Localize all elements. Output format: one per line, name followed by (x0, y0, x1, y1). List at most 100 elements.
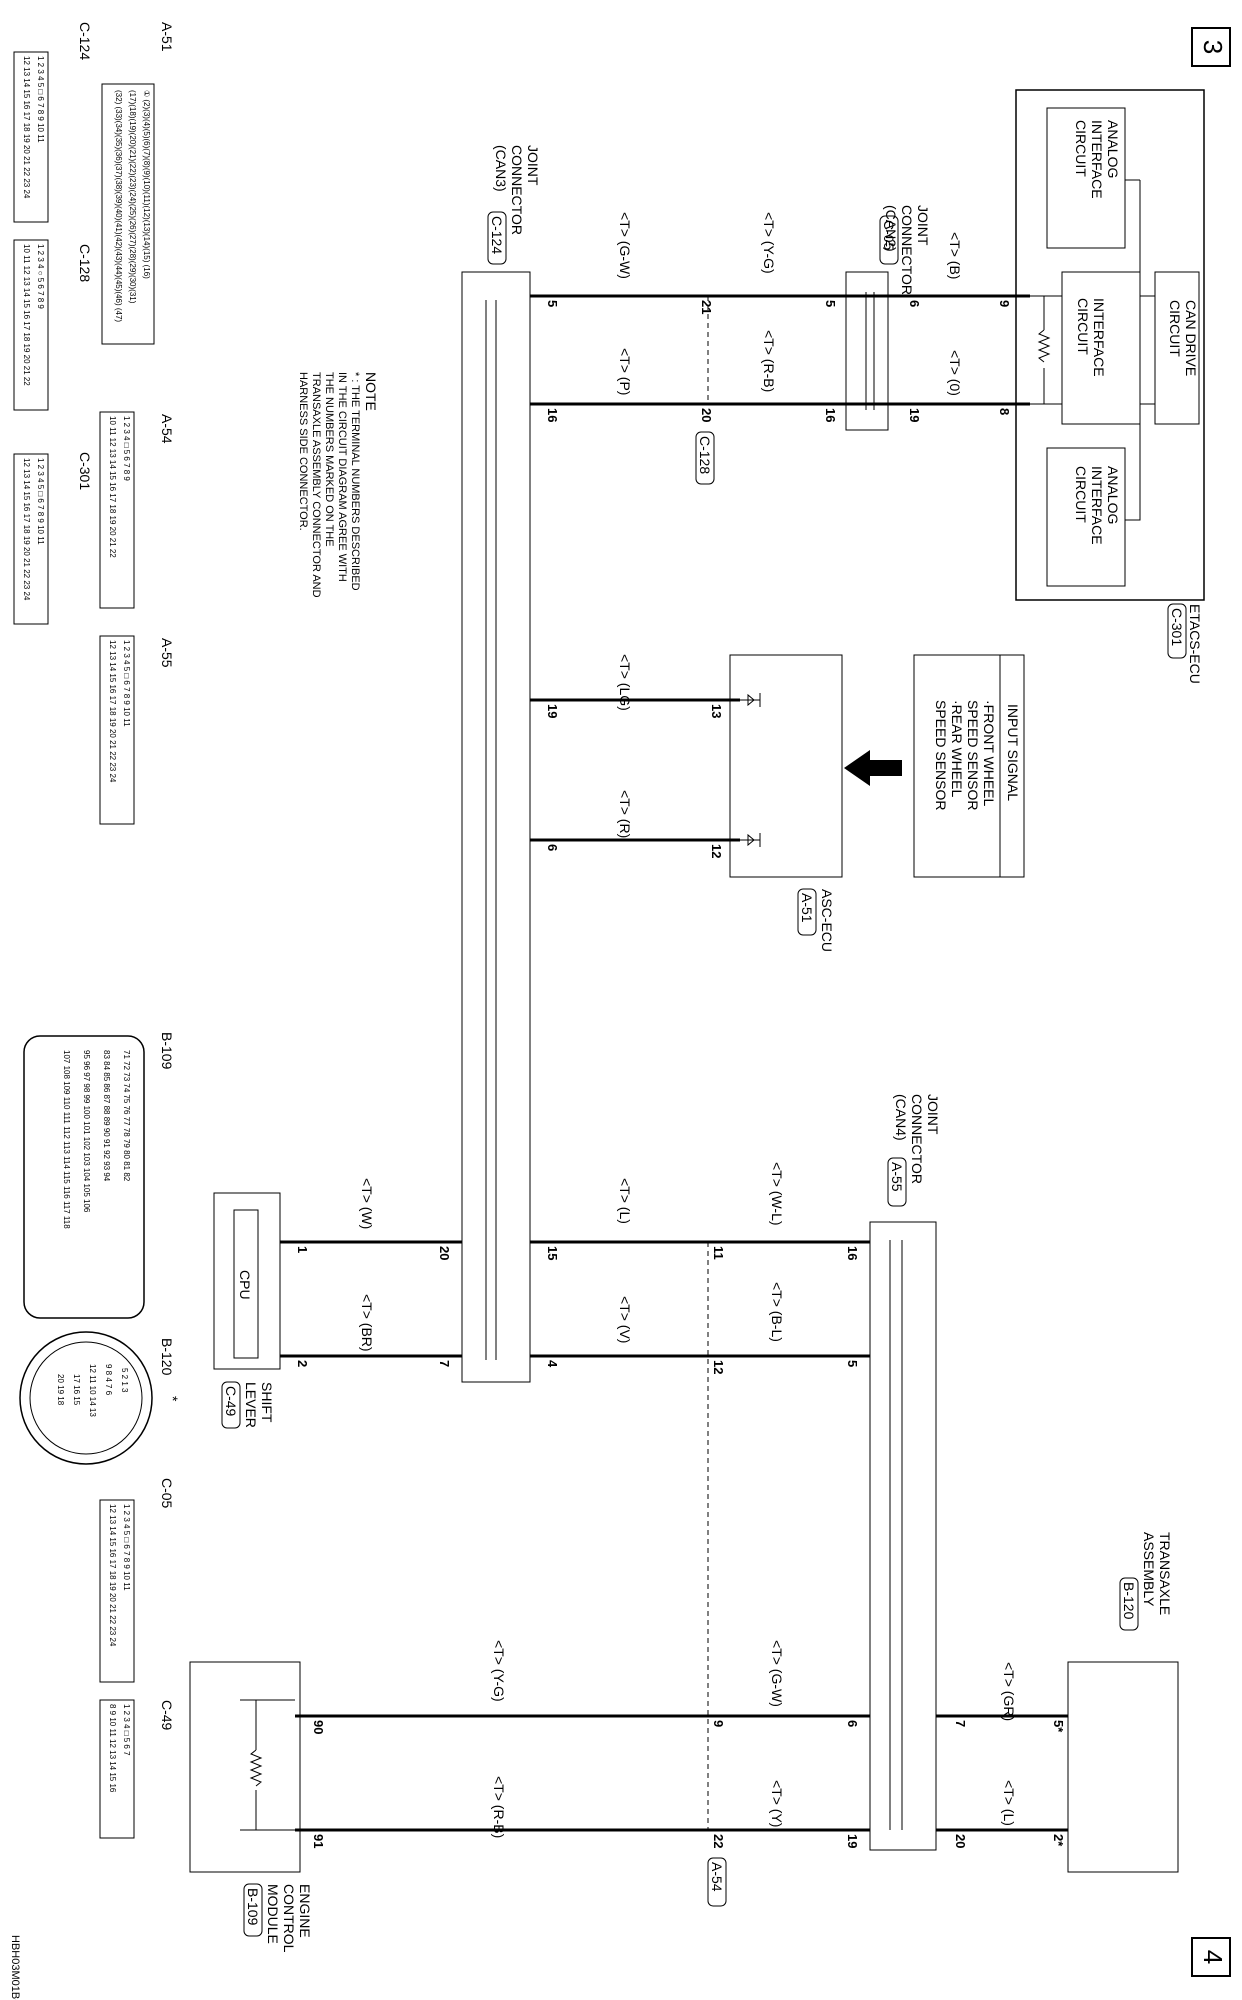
svg-text:<T> (G-W): <T> (G-W) (769, 1640, 785, 1707)
svg-text:16: 16 (545, 408, 560, 422)
wire-labels: <T> (B) <T> (0) <T> (Y-G) <T> (R-B) <T> … (359, 212, 1017, 1838)
svg-text:TRANSAXLE ASSEMBLY CONNECTOR A: TRANSAXLE ASSEMBLY CONNECTOR AND (310, 372, 322, 598)
transaxle-assembly: TRANSAXLE ASSEMBLY B-120 (1067, 1532, 1179, 1873)
svg-text:7: 7 (437, 1360, 452, 1367)
svg-text:12 13 14 15 16 17 18 19 20 21: 12 13 14 15 16 17 18 19 20 21 22 23 24 (22, 458, 31, 601)
svg-text:A-55: A-55 (159, 638, 175, 668)
svg-text:1 2 3 4 5 □ 6 7 8 9 10 11: 1 2 3 4 5 □ 6 7 8 9 10 11 (122, 1504, 131, 1591)
svg-text:<T> (R-B): <T> (R-B) (491, 1776, 507, 1838)
svg-text:<T> (G-W): <T> (G-W) (617, 212, 633, 279)
cpu-label: CPU (237, 1270, 253, 1300)
svg-text:4: 4 (1198, 1950, 1228, 1964)
svg-text:<T> (Y-G): <T> (Y-G) (761, 212, 777, 274)
joint-connector-can4: JOINT CONNECTOR (CAN4) A-55 (869, 1094, 941, 1851)
svg-text:C-128: C-128 (697, 436, 713, 474)
svg-text:C-124: C-124 (77, 22, 93, 60)
svg-text:A-51: A-51 (799, 893, 815, 923)
svg-text:CIRCUIT: CIRCUIT (1167, 300, 1183, 357)
svg-text:5: 5 (845, 1360, 860, 1367)
svg-text:INTERFACE: INTERFACE (1089, 120, 1105, 199)
svg-text:<T> (LG): <T> (LG) (617, 654, 633, 711)
svg-text:91: 91 (311, 1834, 326, 1848)
svg-text:16: 16 (845, 1246, 860, 1260)
svg-text:<T> (BR): <T> (BR) (359, 1294, 375, 1352)
svg-text:A-54: A-54 (159, 414, 175, 444)
svg-text:9 8 4 7 6: 9 8 4 7 6 (104, 1364, 113, 1396)
svg-text:IN THE CIRCUIT DIAGRAM AGREE W: IN THE CIRCUIT DIAGRAM AGREE WITH (336, 372, 348, 582)
asc-ecu: ASC-ECU A-51 (729, 654, 843, 952)
svg-text:INTERFACE: INTERFACE (1091, 298, 1107, 377)
svg-text:107 108 109 110 111 112 113 11: 107 108 109 110 111 112 113 114 115 116 … (62, 1050, 71, 1229)
page-number-top: 3 (1191, 27, 1231, 67)
footer-code: HBH03M01BC (9, 1935, 21, 2000)
svg-text:INTERFACE: INTERFACE (1089, 466, 1105, 545)
page-number-bottom: 4 (1191, 1937, 1231, 1977)
svg-text:SPEED SENSOR: SPEED SENSOR (965, 700, 981, 810)
svg-text:1: 1 (295, 1246, 310, 1253)
svg-text:21: 21 (699, 300, 714, 314)
svg-text:CIRCUIT: CIRCUIT (1073, 466, 1089, 523)
svg-text:B-109: B-109 (159, 1032, 175, 1070)
svg-text:CIRCUIT: CIRCUIT (1075, 298, 1091, 355)
svg-text:C-05: C-05 (159, 1478, 175, 1509)
svg-text:<T> (0): <T> (0) (947, 350, 963, 396)
svg-text:10 11 12 13 14 15 16 17 18 19: 10 11 12 13 14 15 16 17 18 19 20 21 22 (108, 416, 117, 558)
svg-text:THE NUMBERS MARKED ON THE: THE NUMBERS MARKED ON THE (323, 372, 335, 547)
svg-text:19: 19 (545, 704, 560, 718)
pin-numbers: 9 8 6 19 5 16 21 20 C-128 5 16 13 12 19 … (295, 300, 1066, 1907)
etacs-ecu: ETACS-ECU C-301 ANALOG INTERFACE CIRCUIT… (1015, 89, 1205, 684)
svg-text:20: 20 (699, 408, 714, 422)
svg-text:·FRONT WHEEL: ·FRONT WHEEL (981, 700, 997, 807)
etacs-conn-badge: C-301 (1169, 608, 1185, 646)
svg-text:(17)(18)(19)(20)(21)(22)(23)(2: (17)(18)(19)(20)(21)(22)(23)(24)(25)(26)… (128, 90, 137, 304)
svg-text:13: 13 (709, 704, 724, 718)
svg-text:12: 12 (711, 1360, 726, 1374)
svg-text:B-120: B-120 (159, 1338, 175, 1376)
svg-text:CAN DRIVE: CAN DRIVE (1183, 300, 1199, 376)
joint-connector-can3: JOINT CONNECTOR (CAN3) C-124 (461, 145, 541, 1383)
svg-text:2*: 2* (1051, 1834, 1066, 1847)
joint-connector-can2: JOINT CONNECTOR (CAN2) C-05 (845, 205, 931, 431)
svg-text:4: 4 (545, 1360, 560, 1368)
svg-text:C-49: C-49 (159, 1700, 175, 1731)
engine-control-module: ENGINE CONTROL MODULE B-109 (189, 1661, 313, 1953)
svg-text:12: 12 (709, 844, 724, 858)
svg-text:ENGINE: ENGINE (297, 1884, 313, 1938)
svg-text:<T> (W): <T> (W) (359, 1178, 375, 1229)
svg-text:A-54: A-54 (709, 1862, 725, 1892)
svg-text:95 96 97 98 99 100 101 102 103: 95 96 97 98 99 100 101 102 103 104 105 1… (82, 1050, 91, 1213)
svg-text:12 13 14 15 16 17 18 19 20 21: 12 13 14 15 16 17 18 19 20 21 22 23 24 (108, 1504, 117, 1647)
svg-text:A-55: A-55 (889, 1162, 905, 1192)
svg-text:9: 9 (711, 1720, 726, 1727)
svg-text:6: 6 (845, 1720, 860, 1727)
svg-text:20: 20 (953, 1834, 968, 1848)
svg-text:83 84 85 86 87 88 89 90 91 92: 83 84 85 86 87 88 89 90 91 92 93 94 (102, 1050, 111, 1182)
svg-text:19: 19 (845, 1834, 860, 1848)
svg-text:71 72 73 74 75 76 77 78 79 80: 71 72 73 74 75 76 77 78 79 80 81 82 (122, 1050, 131, 1182)
svg-text:17 16 15: 17 16 15 (72, 1374, 81, 1406)
svg-text:1 2 3 4 5 □ 6 7 8 9 10 11: 1 2 3 4 5 □ 6 7 8 9 10 11 (122, 640, 131, 727)
svg-text:6: 6 (907, 300, 922, 307)
note: NOTE * : THE TERMINAL NUMBERS DESCRIBED … (297, 372, 379, 598)
svg-text:1 2 3 4 5 □ 6 7 8 9 10 11: 1 2 3 4 5 □ 6 7 8 9 10 11 (36, 458, 45, 545)
svg-text:15: 15 (545, 1246, 560, 1260)
wires (280, 294, 1068, 1832)
svg-text:6: 6 (545, 844, 560, 851)
svg-text:1 2 3 4 ○ 5 6 7 8 9: 1 2 3 4 ○ 5 6 7 8 9 (36, 244, 45, 309)
svg-text:CIRCUIT: CIRCUIT (1073, 120, 1089, 177)
svg-text:<T> (Y): <T> (Y) (769, 1780, 785, 1827)
svg-text:(CAN4): (CAN4) (893, 1094, 909, 1141)
etacs-ecu-name: ETACS-ECU (1187, 604, 1203, 684)
svg-text:NOTE: NOTE (363, 372, 379, 411)
svg-text:TRANSAXLE: TRANSAXLE (1157, 1532, 1173, 1615)
svg-text:INPUT SIGNAL: INPUT SIGNAL (1005, 704, 1021, 801)
svg-text:C-05: C-05 (881, 220, 897, 251)
svg-text:B-120: B-120 (1121, 1582, 1137, 1620)
svg-text:<T> (R): <T> (R) (617, 790, 633, 838)
svg-text:19: 19 (907, 408, 922, 422)
svg-text:CONTROL: CONTROL (281, 1884, 297, 1953)
svg-text:8: 8 (997, 408, 1012, 415)
svg-text:12 13 14 15 16 17 18 19 20 21: 12 13 14 15 16 17 18 19 20 21 22 23 24 (22, 56, 31, 199)
svg-text:<T> (Y-G): <T> (Y-G) (491, 1640, 507, 1702)
